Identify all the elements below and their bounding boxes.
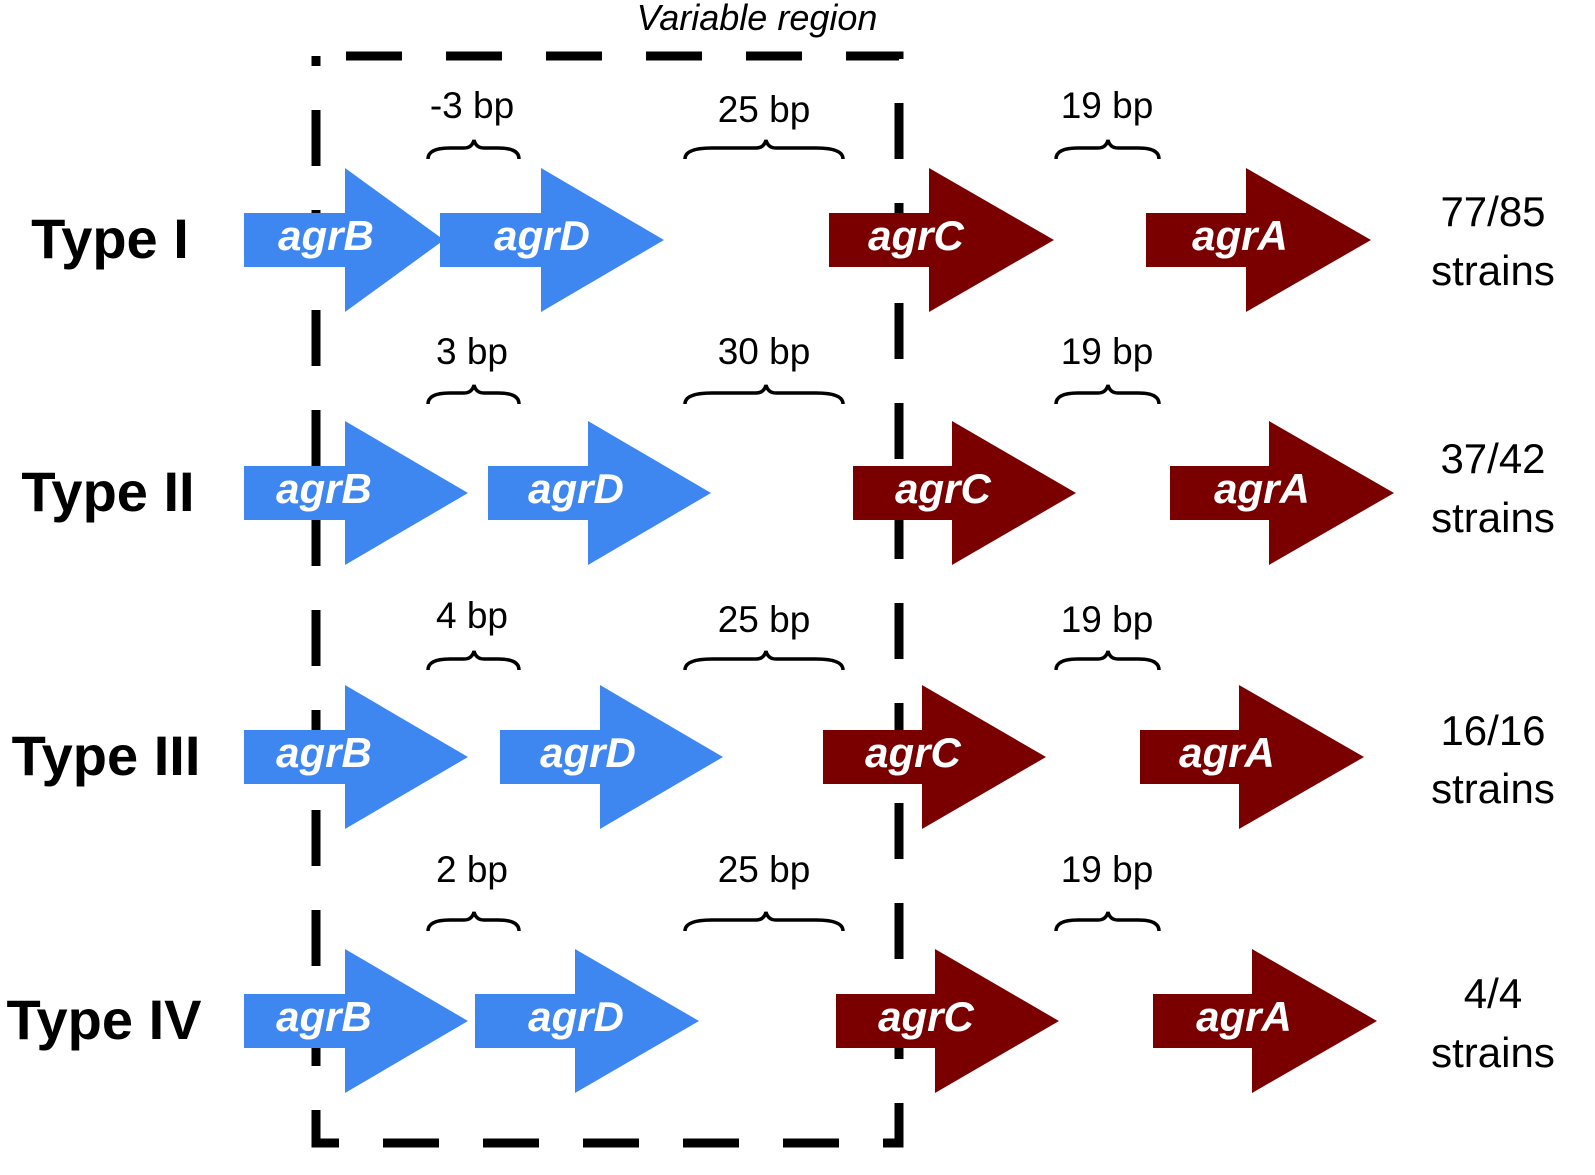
gene-label: agrD — [528, 993, 624, 1040]
gene-label: agrA — [1179, 729, 1275, 776]
brace — [683, 139, 845, 160]
strain-count-unit: strains — [1431, 494, 1555, 541]
type-label: Type I — [31, 207, 189, 270]
type-label: Type III — [12, 724, 201, 787]
gene-arrow-agrC — [829, 168, 1054, 312]
gap-label: 19 bp — [1061, 849, 1154, 890]
gap-label: 25 bp — [718, 849, 811, 890]
gene-arrow-agrB — [244, 685, 468, 829]
strain-count: 77/85 — [1440, 188, 1545, 235]
gene-label: agrD — [494, 212, 590, 259]
gene-arrow-agrA — [1153, 949, 1377, 1093]
brace — [1054, 384, 1161, 405]
gene-arrow-agrC — [836, 949, 1059, 1093]
gene-label: agrB — [276, 729, 372, 776]
type-label: Type IV — [6, 988, 201, 1051]
gene-label: agrB — [276, 993, 372, 1040]
variable-region-label: Variable region — [637, 0, 878, 38]
gene-arrow-agrA — [1170, 421, 1394, 565]
gap-label: 4 bp — [436, 595, 508, 636]
gene-arrow-agrB — [244, 421, 468, 565]
gene-arrow-agrC — [853, 421, 1076, 565]
type-label: Type II — [21, 460, 194, 523]
strain-count: 16/16 — [1440, 707, 1545, 754]
gene-label: agrC — [868, 212, 964, 259]
gap-label: 19 bp — [1061, 599, 1154, 640]
gene-arrow-agrD — [488, 421, 711, 565]
variable-region-frame — [311, 51, 904, 1148]
gap-label: 30 bp — [718, 331, 811, 372]
brace — [1054, 139, 1161, 160]
gene-label: agrD — [528, 465, 624, 512]
gene-arrow-agrA — [1146, 168, 1371, 312]
brace — [683, 911, 845, 932]
gap-label: 2 bp — [436, 849, 508, 890]
gene-arrow-agrA — [1140, 685, 1364, 829]
strain-count-unit: strains — [1431, 247, 1555, 294]
gene-arrow-agrB — [244, 949, 468, 1093]
gene-arrow-agrD — [475, 949, 699, 1093]
type-row-2: agrB agrD agrC agrA Type II 3 bp 30 bp 1… — [21, 331, 1555, 565]
type-row-4: agrB agrD agrC agrA Type IV 2 bp 25 bp 1… — [6, 849, 1555, 1093]
strain-count-unit: strains — [1431, 765, 1555, 812]
gene-label: agrB — [276, 465, 372, 512]
brace — [426, 650, 521, 671]
gene-arrow-agrD — [440, 168, 664, 312]
strain-count-unit: strains — [1431, 1029, 1555, 1076]
gap-label: 3 bp — [436, 331, 508, 372]
type-row-1: agrB agrD agrC agrA Type I -3 bp 25 bp 1… — [31, 85, 1555, 312]
gene-arrow-agrB — [244, 168, 444, 312]
brace — [1054, 650, 1161, 671]
gap-label: 25 bp — [718, 89, 811, 130]
gap-label: 25 bp — [718, 599, 811, 640]
gene-label: agrC — [895, 465, 991, 512]
gene-label: agrC — [865, 729, 961, 776]
strain-count: 37/42 — [1440, 435, 1545, 482]
gap-label: 19 bp — [1061, 85, 1154, 126]
type-row-3: agrB agrD agrC agrA Type III 4 bp 25 bp … — [12, 595, 1555, 829]
brace — [683, 384, 845, 405]
brace — [426, 911, 521, 932]
gene-label: agrD — [540, 729, 636, 776]
gene-label: agrA — [1192, 212, 1288, 259]
strain-count: 4/4 — [1464, 970, 1522, 1017]
brace — [426, 384, 521, 405]
brace — [683, 650, 845, 671]
brace — [1054, 911, 1161, 932]
gene-label: agrA — [1196, 993, 1292, 1040]
brace — [426, 139, 521, 160]
gene-label: agrA — [1214, 465, 1310, 512]
gap-label: -3 bp — [430, 85, 514, 126]
gene-label: agrB — [278, 212, 374, 259]
variable-region-label-backdrop — [610, 0, 900, 48]
gene-arrow-agrC — [823, 685, 1046, 829]
gap-label: 19 bp — [1061, 331, 1154, 372]
gene-label: agrC — [878, 993, 974, 1040]
gene-arrow-agrD — [500, 685, 723, 829]
